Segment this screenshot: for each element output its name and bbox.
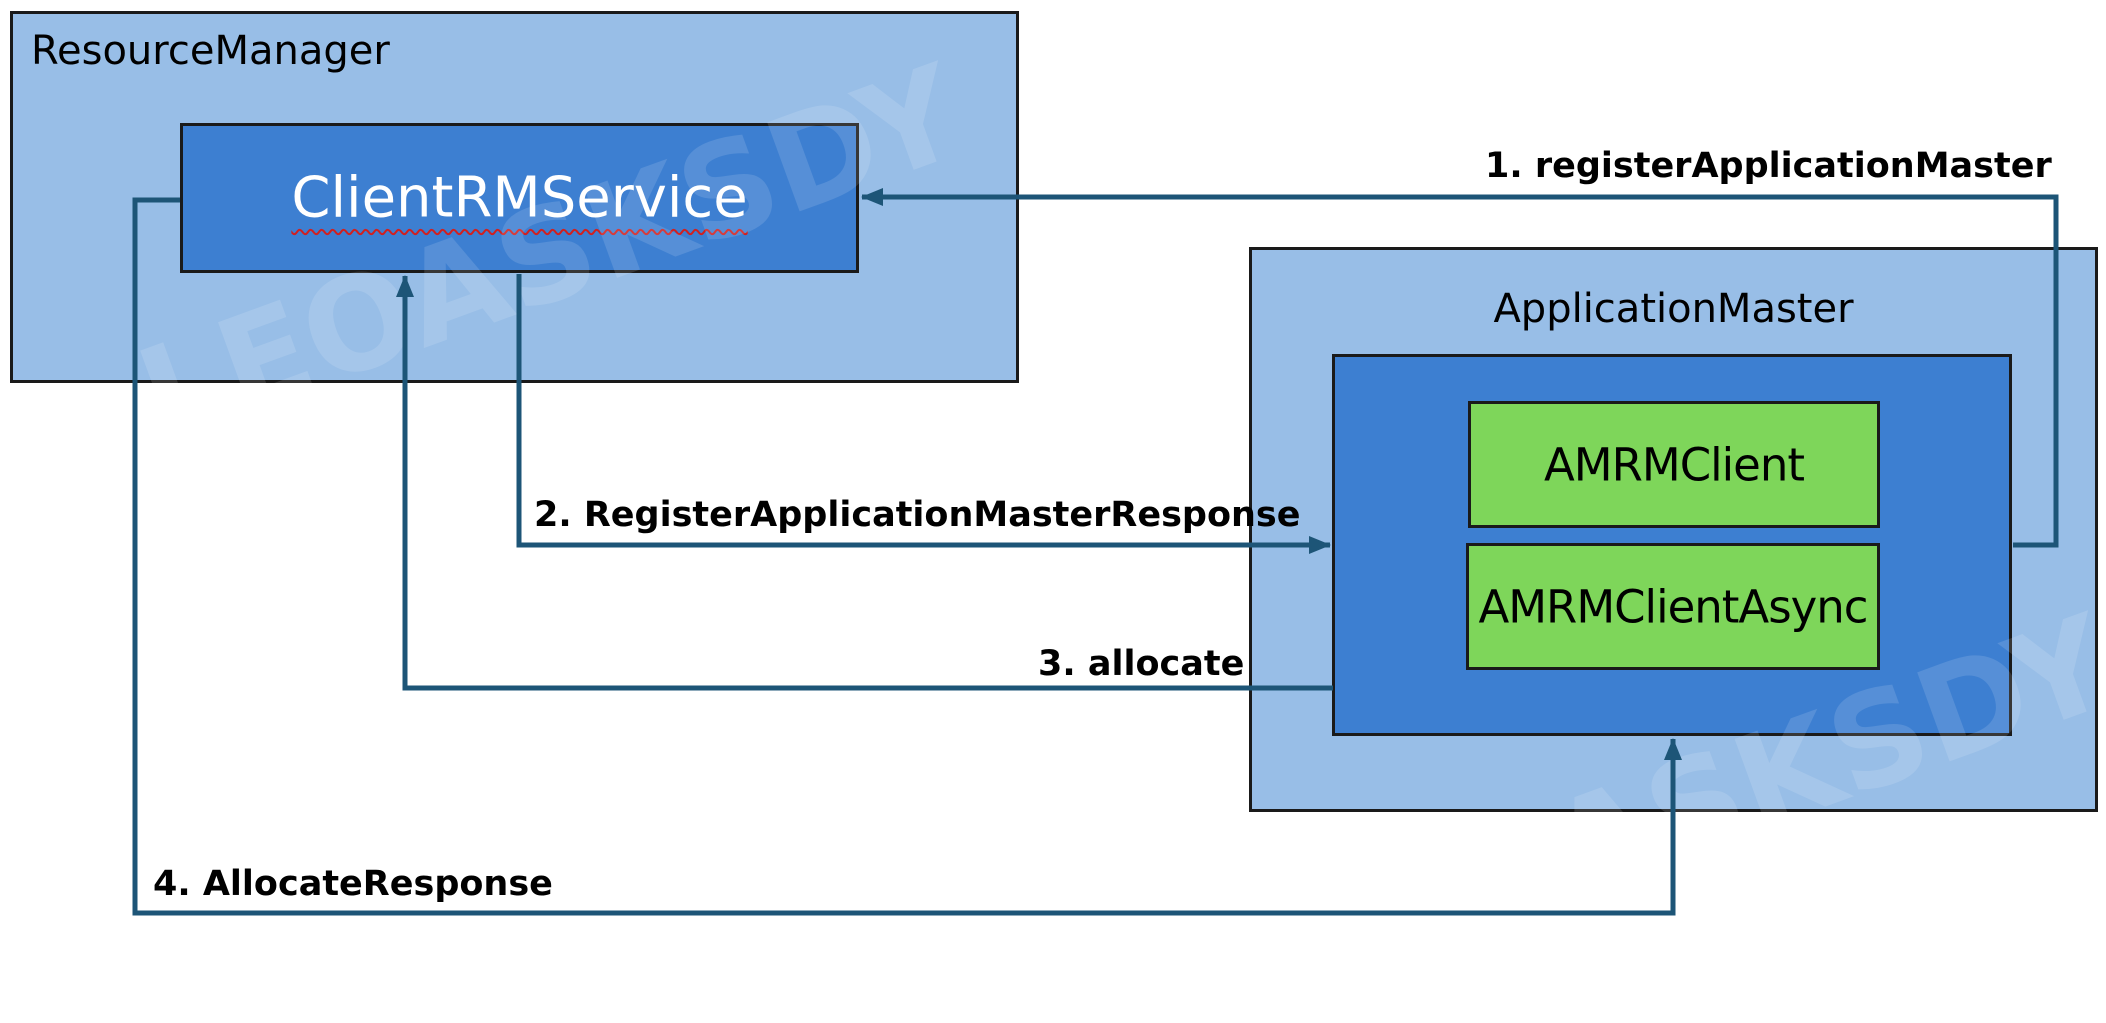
- edge-1-label: 1. registerApplicationMaster: [1485, 146, 2052, 186]
- resource-manager-label: ResourceManager: [31, 28, 390, 74]
- client-rm-service-box: ClientRMService: [180, 123, 859, 273]
- amrm-client-async-label: AMRMClientAsync: [1478, 580, 1868, 633]
- application-master-label: ApplicationMaster: [1493, 286, 1854, 332]
- diagram-canvas: ResourceManager ClientRMService Applicat…: [10, 11, 2098, 916]
- edge-3-allocate-line: [396, 275, 1333, 691]
- amrm-client-label: AMRMClient: [1544, 438, 1805, 491]
- edge-2-response-line: [516, 274, 1331, 554]
- edge-3-label: 3. allocate: [1038, 644, 1245, 684]
- connector-layer: [132, 188, 2059, 916]
- client-rm-service-label: ClientRMService: [291, 165, 748, 231]
- edge-2-label: 2. RegisterApplicationMasterResponse: [534, 495, 1301, 535]
- amrm-client-box: AMRMClient: [1468, 401, 1880, 528]
- edge-1-register-line: [861, 188, 2059, 548]
- edge-4-allocate-response-line: [132, 197, 1682, 916]
- amrm-client-async-box: AMRMClientAsync: [1466, 543, 1880, 670]
- edge-4-label: 4. AllocateResponse: [153, 864, 553, 904]
